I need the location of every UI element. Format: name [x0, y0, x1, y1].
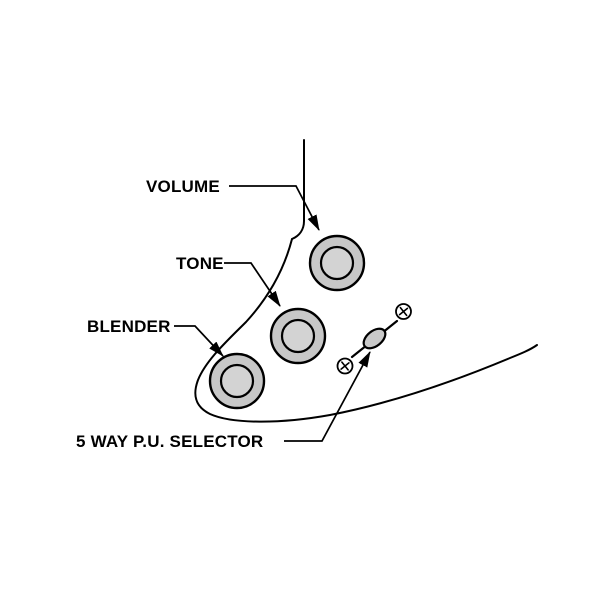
blender-knob	[208, 352, 266, 410]
selector-screw-top	[395, 303, 412, 320]
selector-leader-line	[284, 351, 371, 442]
blender-label: BLENDER	[87, 317, 171, 336]
tone-label: TONE	[176, 254, 224, 273]
tone-knob-cap	[280, 318, 316, 354]
screw-cross-icon	[340, 361, 350, 371]
pickup-selector-switch	[336, 303, 412, 375]
screw-cross-icon	[398, 306, 409, 317]
selector-lever-tip	[362, 327, 387, 350]
blender-knob-cap	[219, 363, 255, 399]
volume-leader-line	[229, 185, 320, 231]
selector-screw-bottom	[336, 357, 354, 375]
selector-label: 5 WAY P.U. SELECTOR	[76, 432, 263, 451]
tone-knob	[269, 307, 327, 365]
blender-leader-line	[174, 325, 224, 357]
volume-label: VOLUME	[146, 177, 220, 196]
tone-leader-line	[224, 262, 281, 307]
volume-knob-cap	[319, 245, 355, 281]
guitar-body-outline	[194, 238, 538, 423]
guitar-neck-edge-line	[291, 139, 305, 240]
volume-knob	[308, 234, 366, 292]
